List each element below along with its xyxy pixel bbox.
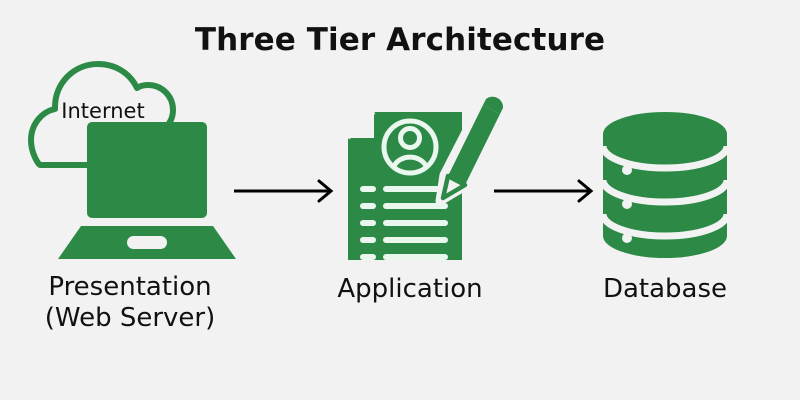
arrow-application-to-database: [492, 178, 602, 204]
arrow-head-icon: [577, 179, 594, 203]
database-divider-2: [599, 179, 731, 206]
pencil-body: [448, 105, 500, 185]
document-fold-crease: [346, 110, 376, 140]
database-indicator-dot-2: [622, 199, 632, 209]
pencil-cap: [483, 96, 504, 114]
database-divider-3: [599, 213, 731, 240]
pencil-icon: [435, 94, 506, 206]
pencil-tip: [440, 173, 468, 201]
page-title: Three Tier Architecture: [194, 22, 606, 58]
avatar-body-icon: [391, 154, 429, 169]
tier-application[interactable]: Application: [290, 60, 530, 340]
cloud-label: Internet: [61, 99, 144, 123]
tier-label-application: Application: [337, 274, 483, 304]
document-text-lines: [360, 186, 448, 260]
tier-label-presentation: Presentation (Web Server): [44, 272, 216, 333]
database-divider-1: [599, 145, 731, 172]
laptop-cloud-icon: Internet: [10, 60, 250, 265]
database-indicator-dot-3: [622, 233, 632, 243]
laptop-touchpad: [127, 236, 167, 249]
cloud-shape: [28, 61, 176, 168]
avatar-head-icon: [398, 126, 422, 150]
avatar-outer-circle: [381, 118, 439, 176]
arrow-presentation-to-application: [232, 178, 342, 204]
tier-presentation[interactable]: Internet Presentation (Web Server): [10, 60, 250, 340]
laptop-screen: [87, 122, 207, 218]
document-pencil-icon: [290, 60, 530, 265]
database-cylinder-icon: [545, 60, 785, 265]
database-indicator-dot-1: [622, 165, 632, 175]
tier-label-database: Database: [602, 274, 728, 304]
tier-database[interactable]: Database: [545, 60, 785, 340]
arrow-head-icon: [317, 179, 334, 203]
database-top: [603, 112, 727, 156]
